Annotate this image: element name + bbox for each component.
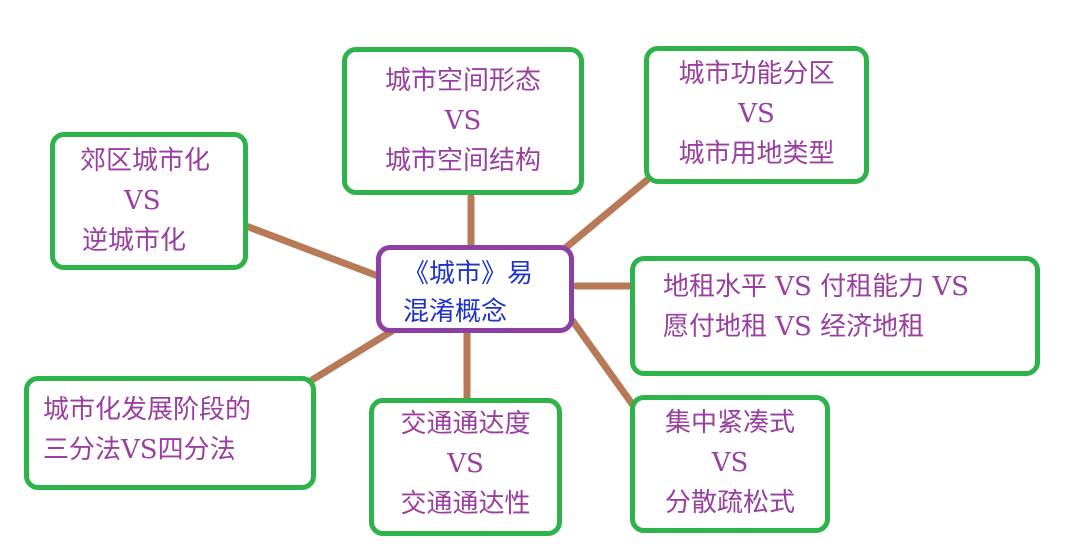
- node-vs: VS: [711, 448, 749, 478]
- node-land-rent-concepts: 地租水平 VS 付租能力 VS 愿付地租 VS 经济地租: [630, 256, 1040, 376]
- node-compact-vs-dispersed: 集中紧凑式 VS 分散疏松式: [630, 395, 830, 533]
- node-line: 地租水平 VS 付租能力 VS: [663, 272, 969, 302]
- node-line: 城市用地类型: [678, 139, 835, 169]
- node-vs: VS: [738, 99, 775, 129]
- node-vs: VS: [124, 186, 161, 216]
- central-topic-line2: 混淆概念: [403, 297, 508, 327]
- node-line: 分散疏松式: [664, 488, 795, 518]
- node-line: 愿付地租 VS 经济地租: [663, 312, 925, 342]
- node-line: 交通通达度: [400, 409, 531, 439]
- connector-stages: [308, 327, 396, 384]
- node-spatial-form-vs-structure: 城市空间形态 VS 城市空间结构: [342, 47, 584, 195]
- node-line: 集中紧凑式: [664, 408, 795, 438]
- node-functional-zone-vs-land-use: 城市功能分区 VS 城市用地类型: [644, 46, 869, 184]
- node-line: 城市空间结构: [384, 146, 541, 176]
- node-line: 交通通达性: [400, 489, 531, 519]
- node-vs: VS: [444, 106, 482, 136]
- connector-compact: [568, 316, 639, 412]
- node-line: 逆城市化: [82, 226, 187, 256]
- node-line: 城市空间形态: [384, 66, 541, 96]
- node-line: 城市功能分区: [678, 59, 835, 89]
- connector-suburban: [242, 222, 382, 280]
- node-line: 城市化发展阶段的: [43, 395, 252, 425]
- node-line: 三分法VS四分法: [43, 435, 236, 465]
- node-transport-accessibility: 交通通达度 VS 交通通达性: [369, 398, 562, 536]
- central-topic-line1: 《城市》易: [403, 259, 534, 289]
- node-urbanization-stages: 城市化发展阶段的 三分法VS四分法: [24, 376, 316, 490]
- node-line: 郊区城市化: [80, 146, 211, 176]
- node-vs: VS: [447, 449, 484, 479]
- node-suburban-vs-counter-urbanization: 郊区城市化 VS 逆城市化: [50, 132, 248, 270]
- connector-function: [559, 176, 651, 254]
- central-topic: 《城市》易 混淆概念: [376, 245, 574, 333]
